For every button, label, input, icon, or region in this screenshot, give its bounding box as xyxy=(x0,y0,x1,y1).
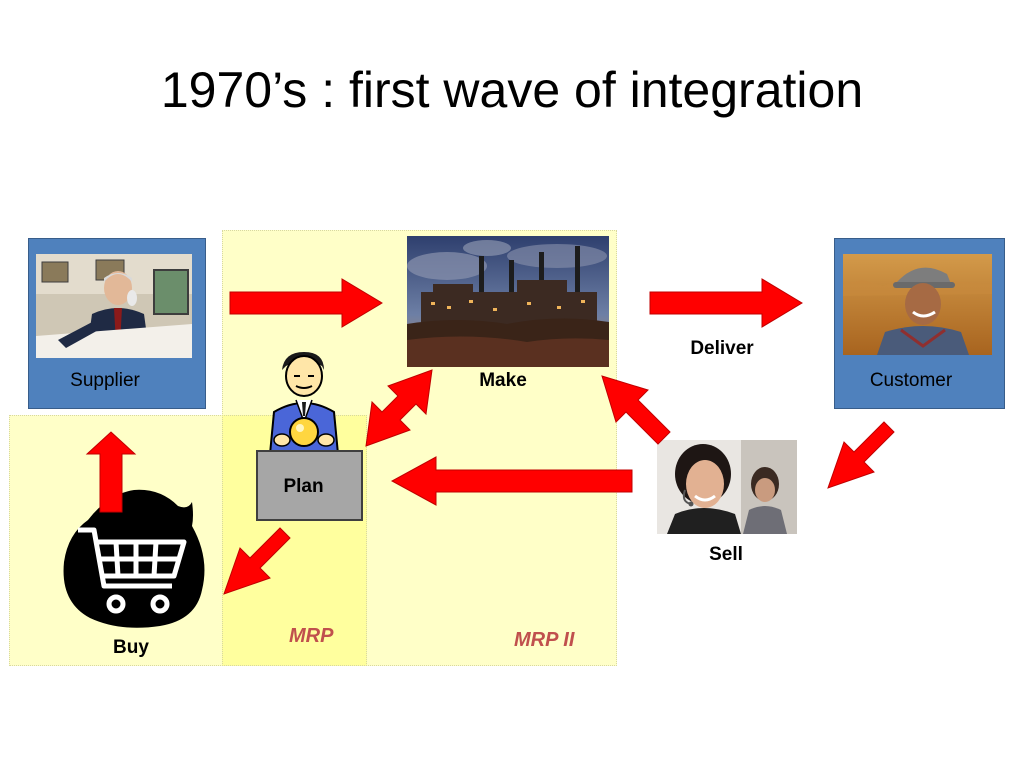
supplier-photo xyxy=(36,254,192,358)
make-label: Make xyxy=(479,370,527,391)
deliver-label: Deliver xyxy=(690,338,754,359)
arrow-sell-to-plan xyxy=(390,456,633,506)
arrow-plan-make xyxy=(365,369,433,447)
arrow-plan-to-buy xyxy=(223,527,291,595)
customer-photo xyxy=(843,254,992,355)
arrow-make-to-customer xyxy=(649,278,803,328)
planner-icon xyxy=(262,350,346,454)
mrp2-label: MRP II xyxy=(514,629,575,651)
sell-label: Sell xyxy=(709,544,743,565)
plan-label: Plan xyxy=(283,476,324,497)
arrow-customer-to-sell xyxy=(827,421,895,489)
arrow-buy-to-supplier xyxy=(85,431,137,513)
supplier-label: Supplier xyxy=(70,370,140,391)
shopping-cart-icon xyxy=(60,486,208,630)
plan-box xyxy=(256,450,363,521)
slide-title: 1970’s : first wave of integration xyxy=(160,62,864,118)
buy-label: Buy xyxy=(113,637,149,658)
arrow-supplier-to-make xyxy=(229,278,383,328)
arrow-sell-to-make xyxy=(601,375,671,445)
sell-photo xyxy=(657,440,797,534)
factory-photo xyxy=(407,236,609,367)
customer-label: Customer xyxy=(869,370,953,391)
mrp-label: MRP xyxy=(289,625,334,647)
